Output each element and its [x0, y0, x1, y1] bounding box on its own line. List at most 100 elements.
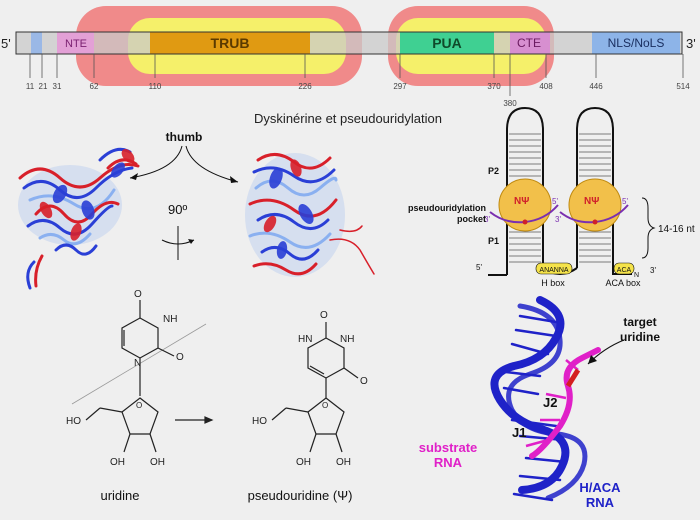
uridine-ribose [121, 397, 159, 435]
substrate-label-line2: RNA [434, 455, 463, 470]
uridine-oh-2: OH [150, 457, 165, 468]
pos-62: 62 [90, 82, 99, 91]
rna-model: target uridine J2 J1 substrate RNA H/ACA… [419, 296, 660, 510]
uridine-o-top: O [134, 289, 142, 300]
pseudouridine-ho: HO [252, 416, 267, 427]
protein-bar [15, 31, 683, 55]
uridine-oh-1: OH [110, 457, 125, 468]
uridine-nh: NH [163, 314, 177, 325]
haca-rna-helix [490, 296, 588, 502]
thumb-arrow-left [129, 145, 183, 179]
domain-nte [57, 32, 94, 54]
nte-label: NTE [65, 38, 87, 50]
trub-label: TRUB [211, 35, 250, 51]
thumb-arrowhead-right [230, 176, 238, 183]
hairpin-1-rungs [509, 133, 541, 263]
thumb-label: thumb [166, 130, 203, 144]
pos-408: 408 [539, 82, 553, 91]
haca-label-line2: RNA [586, 495, 615, 510]
thumb-arrowhead-left [130, 173, 138, 180]
aca-box-label: ACA box [605, 278, 641, 288]
n-psi-1: NΨ [514, 196, 529, 207]
pos-226: 226 [298, 82, 312, 91]
haca-label-line1: H/ACA [579, 480, 621, 495]
structure-right [245, 153, 375, 277]
pocket-label-line2: pocket [457, 214, 486, 224]
domain-map: 5' 3' NTE TRUB PUA CTE NLS/NoLS 11 21 31… [1, 6, 696, 108]
uridine-ho: HO [66, 416, 81, 427]
target-label-line1: target [623, 315, 656, 329]
cte-label: CTE [517, 36, 541, 50]
figure-title: Dyskinérine et pseudouridylation [254, 111, 442, 126]
pseudouridine-base-ring [307, 337, 345, 379]
rotation-label: 90º [168, 202, 187, 217]
n-psi-2: NΨ [584, 196, 599, 207]
rna-three-prime: 3' [650, 266, 656, 275]
nls-nols-label: NLS/NoLS [608, 36, 665, 50]
pseudouridine-oh-2: OH [336, 457, 351, 468]
pocket-label-line1: pseudouridylation [408, 203, 486, 213]
p2-label: P2 [488, 166, 499, 176]
pseudouridine-o-side: O [360, 376, 368, 387]
chemistry [71, 300, 359, 453]
hairpin-1-stem [506, 106, 544, 268]
uridine-ring-o: O [136, 401, 142, 410]
size-bracket [641, 197, 656, 259]
domain-trub [150, 32, 310, 54]
pos-514: 514 [676, 82, 690, 91]
uridine-base-ring [121, 317, 159, 359]
pos-446: 446 [589, 82, 603, 91]
domain-cte [510, 32, 550, 54]
strand-1-three-prime: 3' [484, 215, 490, 224]
substrate-label-line1: substrate [419, 440, 478, 455]
rna-five-prime: 5' [476, 263, 482, 272]
position-ticks [29, 54, 684, 96]
pos-297: 297 [393, 82, 407, 91]
j1-label: J1 [512, 425, 526, 440]
tail-nucleotides: N [634, 272, 639, 279]
structure-left [18, 147, 140, 290]
pos-31: 31 [53, 82, 62, 91]
thumb-arrow-right [185, 145, 239, 183]
h-box-label: H box [541, 278, 565, 288]
pseudouridine-label: pseudouridine (Ψ) [248, 488, 353, 503]
strand-2-five-prime: 5' [622, 197, 628, 206]
uridine-o-side: O [176, 352, 184, 363]
pseudouridine-ribose [307, 397, 345, 435]
hairpin-2-stem [576, 106, 614, 268]
strand-1-five-prime: 5' [552, 197, 558, 206]
five-prime-label: 5' [1, 36, 11, 51]
h-box-pill [535, 262, 573, 275]
pos-21: 21 [39, 82, 48, 91]
pseudouridine-hn: HN [298, 334, 312, 345]
p1-label: P1 [488, 236, 499, 246]
pos-370: 370 [487, 82, 501, 91]
three-prime-label: 3' [686, 36, 696, 51]
pseudouridine-ring-o: O [322, 401, 328, 410]
hairpin-diagram: NΨ NΨ 3' 5' 3' 5' P2 P1 pseudouridylatio… [408, 106, 695, 288]
pos-110: 110 [149, 82, 162, 91]
uridine-label: uridine [100, 488, 139, 503]
target-uridine-base [565, 368, 581, 388]
pseudouridine-nh: NH [340, 334, 354, 345]
aca-sequence: ACA [617, 267, 632, 274]
rotation-arrowhead [188, 239, 194, 244]
size-label: 14-16 nt [658, 224, 695, 235]
segment-11-21 [31, 32, 42, 54]
substrate-bases [525, 359, 579, 448]
target-dot-2 [592, 219, 598, 225]
domain-pua [400, 32, 494, 54]
j2-label: J2 [543, 395, 557, 410]
uridine-n: N [134, 358, 141, 369]
pua-label: PUA [432, 35, 462, 51]
pseudouridine-oh-1: OH [296, 457, 311, 468]
pos-11: 11 [26, 82, 35, 91]
pseudouridine-o-top: O [320, 310, 328, 321]
strand-2-three-prime: 3' [555, 215, 561, 224]
protein-bar-outline [15, 31, 683, 55]
protein-structures: thumb 90º [18, 130, 375, 290]
target-dot-1 [522, 219, 528, 225]
h-box-sequence: ANANNA [539, 267, 569, 274]
